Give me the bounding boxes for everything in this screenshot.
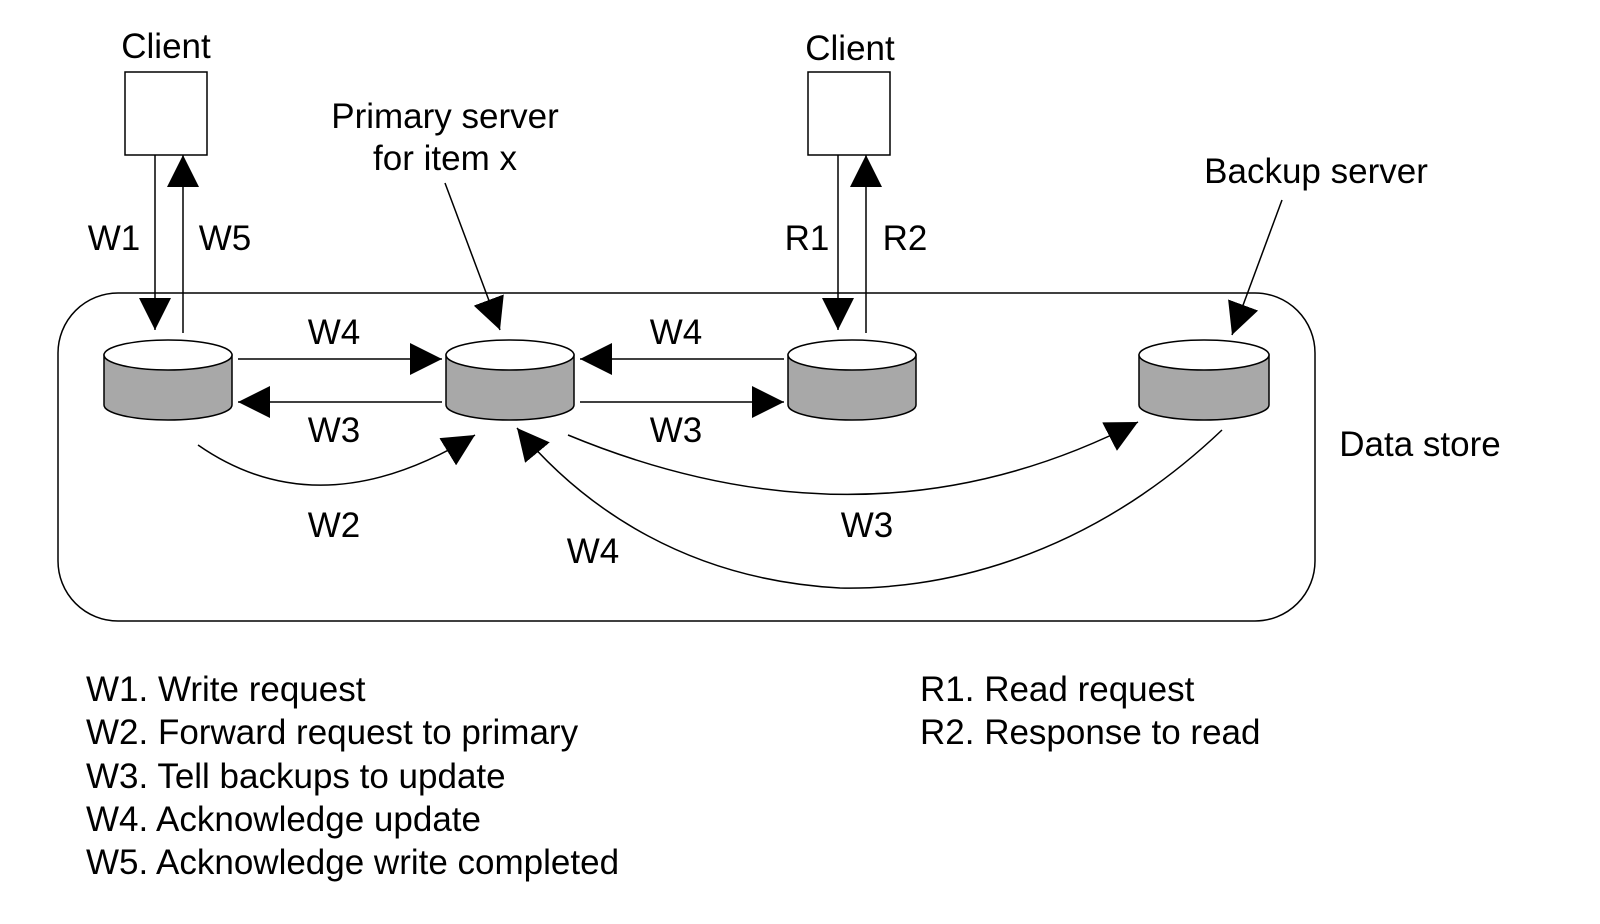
disk-backup	[1138, 339, 1270, 421]
label-w3-left: W3	[308, 411, 361, 450]
disk-primary	[445, 339, 575, 421]
legend-w4: W4. Acknowledge update	[86, 800, 481, 839]
label-w4-curve: W4	[567, 532, 620, 571]
label-w3-curve: W3	[841, 506, 894, 545]
client-right-label: Client	[805, 29, 895, 68]
pointer-primary	[444, 182, 504, 331]
data-store-label: Data store	[1339, 425, 1500, 464]
arrow-w4-curve-from-backup	[516, 427, 1223, 589]
label-w4-left: W4	[308, 313, 361, 352]
arrow-w2-curve	[197, 434, 476, 486]
legend-w2: W2. Forward request to primary	[86, 713, 579, 752]
legend-w5: W5. Acknowledge write completed	[86, 843, 620, 882]
arrow-w3-curve-to-backup	[567, 421, 1139, 496]
label-w5: W5	[199, 219, 252, 258]
label-w1: W1	[88, 219, 141, 258]
label-w3-right: W3	[650, 411, 703, 450]
label-w4-right: W4	[650, 313, 703, 352]
client-right-box	[807, 71, 891, 156]
primary-server-label-line1: Primary server	[331, 97, 559, 136]
disk-local-left	[103, 339, 233, 421]
legend-w3: W3. Tell backups to update	[86, 757, 506, 796]
pointer-backup	[1228, 199, 1283, 336]
client-left-label: Client	[121, 27, 211, 66]
legend-r2: R2. Response to read	[920, 713, 1261, 752]
primary-server-label-line2: for item x	[373, 139, 517, 178]
disk-local-right	[787, 339, 917, 421]
label-r2: R2	[883, 219, 928, 258]
legend-w1: W1. Write request	[86, 670, 366, 709]
client-left-box	[124, 71, 208, 156]
label-w2: W2	[308, 506, 361, 545]
legend-r1: R1. Read request	[920, 670, 1195, 709]
label-r1: R1	[785, 219, 830, 258]
data-store-boundary	[57, 292, 1316, 622]
backup-server-label: Backup server	[1204, 152, 1428, 191]
